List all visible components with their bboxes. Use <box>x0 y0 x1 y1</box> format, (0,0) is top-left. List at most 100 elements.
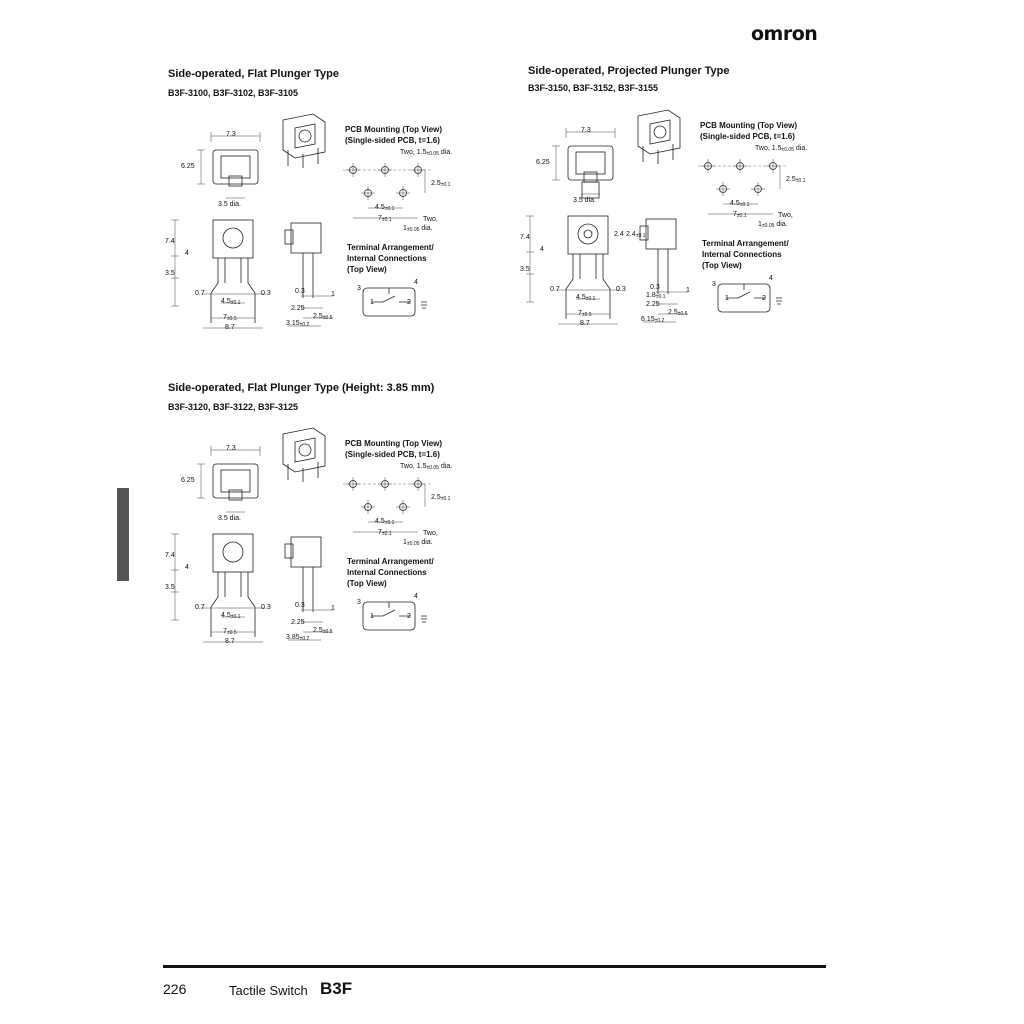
pcb-hole-large-label-value: Two, 1.5 <box>400 149 427 156</box>
terminal-subtitle-value: Internal Connections <box>347 568 427 577</box>
top-view-body <box>567 215 609 255</box>
dim-7-label: 7±0.5 <box>578 310 592 318</box>
dim-07-label-value: 0.7 <box>195 604 205 611</box>
pcb-7-label: 7±0.1 <box>378 215 392 223</box>
terminal-title: Terminal Arrangement/ <box>347 243 434 253</box>
dim-24-tol-label: 2.4±0.1 <box>626 231 645 239</box>
iso-face <box>294 437 316 463</box>
switch-contact <box>371 295 411 303</box>
side-view-leads <box>302 253 314 298</box>
dim-width-label: 7.3 <box>226 131 236 138</box>
pcb-hole-small-size-suffix: dia. <box>419 225 433 232</box>
pcb-mounting-subtitle-value: (Single-sided PCB, t=1.6) <box>345 450 440 459</box>
dim-width-label: 7.3 <box>581 127 591 134</box>
terminal-view-value: (Top View) <box>702 261 742 270</box>
terminal-subtitle: Internal Connections <box>702 250 782 260</box>
iso-face <box>649 119 671 145</box>
side-dim-width-label-tolerance: ±0.2 <box>654 318 665 324</box>
dim-diameter-label-value: 3.5 dia. <box>218 201 241 208</box>
pcb-7-label-tolerance: ±0.1 <box>381 217 392 223</box>
pcb-hole-large-label: Two, 1.5±0.05 dia. <box>400 463 452 471</box>
pcb-7-label-tolerance: ±0.1 <box>736 213 747 219</box>
dim-height-label-value: 6.25 <box>536 159 550 166</box>
section-3-title: Side-operated, Flat Plunger Type (Height… <box>168 382 435 394</box>
side-dim-03-label-value: 0.3 <box>295 602 305 609</box>
dim-width-label-value: 7.3 <box>226 131 236 138</box>
dim-87-label-value: 8.7 <box>225 638 235 645</box>
side-dim-03-label-value: 0.3 <box>295 288 305 295</box>
dim-height-label: 6.25 <box>536 159 550 166</box>
pin-1-label-value: 1 <box>725 295 729 302</box>
pcb-45-label-value: 4.5 <box>375 518 385 525</box>
side-view-body <box>290 536 322 568</box>
pin-2-label: 2 <box>407 299 411 306</box>
pin-2-label: 2 <box>407 613 411 620</box>
pcb-hole-large-label-value: Two, 1.5 <box>755 145 782 152</box>
pcb-hole-large-label-suffix: dia. <box>793 145 808 152</box>
pcb-25-label-tolerance: ±0.1 <box>795 178 806 184</box>
front-view-inner <box>575 151 606 175</box>
dim-7-label-tolerance: ±0.5 <box>226 630 237 636</box>
front-view-body <box>212 149 259 185</box>
pcb-hole-small-label: Two, <box>778 212 793 219</box>
dim-45-label: 4.5±0.1 <box>221 612 240 620</box>
pcb-hole-large-label: Two, 1.5±0.05 dia. <box>755 145 807 153</box>
pcb-45-label-tolerance: ±0.1 <box>384 520 395 526</box>
side-view-body <box>645 218 677 250</box>
dim-4-label: 4 <box>185 564 189 571</box>
pcb-hole-small-label-value: Two, <box>778 212 793 219</box>
side-dim-width-label: 6.15±0.2 <box>641 316 664 324</box>
pcb-mounting-subtitle: (Single-sided PCB, t=1.6) <box>700 132 795 142</box>
dim-03-label-value: 0.3 <box>616 286 626 293</box>
top-view-button <box>577 223 599 245</box>
pin-3-label: 3 <box>357 599 361 606</box>
side-dim-width-label: 3.85±0.2 <box>286 634 309 642</box>
dim-07-label: 0.7 <box>195 290 205 297</box>
side-dim-width-label: 3.15±0.2 <box>286 320 309 328</box>
terminal-title-value: Terminal Arrangement/ <box>702 239 789 248</box>
side-dim-25-label-tolerance: ±0.5 <box>677 311 688 317</box>
pcb-45-label-value: 4.5 <box>730 200 740 207</box>
side-dim-225-label-value: 2.25 <box>291 305 305 312</box>
pcb-7-label-tolerance: ±0.1 <box>381 531 392 537</box>
pcb-hole-small-size-value: 1 <box>403 225 407 232</box>
pcb-7-label: 7±0.1 <box>733 211 747 219</box>
dim-74-label: 7.4 <box>165 238 175 245</box>
side-dim-25-label: 2.5±0.5 <box>313 313 332 321</box>
pcb-mounting-title-value: PCB Mounting (Top View) <box>345 439 443 448</box>
dim-diameter-label: 3.5 dia. <box>218 515 241 522</box>
pin-3-label-value: 3 <box>357 599 361 606</box>
side-dim-1-label: 1 <box>331 291 335 298</box>
pcb-mounting-subtitle-value: (Single-sided PCB, t=1.6) <box>700 132 795 141</box>
pcb-25-label-tolerance: ±0.1 <box>440 496 451 502</box>
pcb-45-label-tolerance: ±0.1 <box>384 206 395 212</box>
top-view-lead-2 <box>247 572 256 637</box>
pcb-25-label: 2.5±0.1 <box>431 180 450 188</box>
switch-contact <box>726 291 766 299</box>
section-3-models: B3F-3120, B3F-3122, B3F-3125 <box>168 402 299 412</box>
section-1-models: B3F-3100, B3F-3102, B3F-3105 <box>168 88 299 98</box>
iso-body <box>637 109 681 155</box>
pcb-25-label-value: 2.5 <box>431 180 441 187</box>
side-dim-25-label-value: 2.5 <box>313 627 323 634</box>
side-dim-width-label-value: 3.85 <box>286 634 300 641</box>
iso-plunger <box>653 125 667 139</box>
pin-1-label-value: 1 <box>370 613 374 620</box>
pcb-hole-small-size-tolerance: ±0.05 <box>406 541 420 547</box>
pcb-mounting-title: PCB Mounting (Top View) <box>345 125 442 135</box>
pcb-mounting-subtitle: (Single-sided PCB, t=1.6) <box>345 450 440 460</box>
pin-4-label-value: 4 <box>769 275 773 282</box>
pcb-hole-small-size-suffix: dia. <box>419 539 433 546</box>
pin-1-label: 1 <box>370 613 374 620</box>
pcb-hole-large-label-value: Two, 1.5 <box>400 463 427 470</box>
side-dim-18-label: 1.8±0.1 <box>646 292 665 300</box>
dim-07-label: 0.7 <box>550 286 560 293</box>
front-view-inner <box>220 469 251 493</box>
pin-2-label: 2 <box>762 295 766 302</box>
dim-87-label-value: 8.7 <box>225 324 235 331</box>
side-dim-225-label-value: 2.25 <box>291 619 305 626</box>
top-view-lead-2 <box>247 258 256 323</box>
pcb-hole-small-label: Two, <box>423 216 438 223</box>
dim-diameter-label-value: 3.5 dia. <box>573 197 596 204</box>
